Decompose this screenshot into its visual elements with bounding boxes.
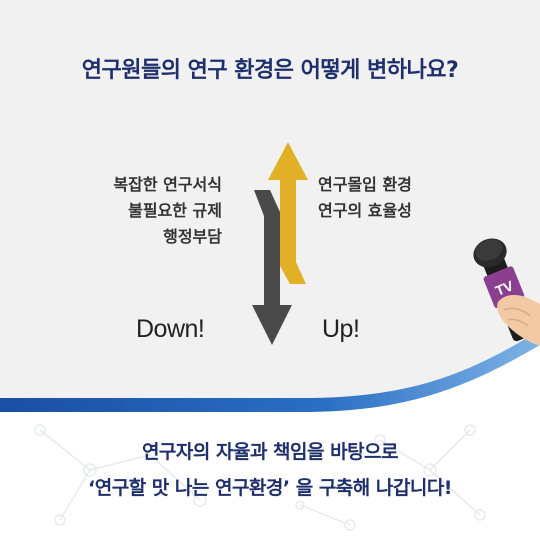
- up-arrow-icon: [268, 142, 308, 284]
- decrease-list: 복잡한 연구서식 불필요한 규제 행정부담: [113, 172, 222, 250]
- decrease-item: 행정부담: [163, 227, 222, 246]
- mic-label: TV: [493, 277, 516, 299]
- bottom-line: 연구자의 자율과 책임을 바탕으로: [141, 441, 399, 463]
- network-pattern-icon: [34, 424, 486, 531]
- decrease-item: 불필요한 규제: [128, 201, 222, 220]
- down-arrow-icon: [252, 190, 292, 345]
- increase-item: 연구몰입 환경: [318, 175, 412, 194]
- decrease-item: 복잡한 연구서식: [113, 175, 222, 194]
- increase-item: 연구의 효율성: [318, 201, 412, 220]
- bottom-message: 연구자의 자율과 책임을 바탕으로 ‘연구할 맛 나는 연구환경’ 을 구축해 …: [0, 434, 540, 506]
- page-title: 연구원들의 연구 환경은 어떻게 변하나요?: [81, 58, 459, 83]
- down-label: Down!: [136, 315, 205, 343]
- bottom-line: ‘연구할 맛 나는 연구환경’ 을 구축해 나갑니다!: [88, 477, 452, 499]
- blue-wave-stripe: [0, 330, 540, 412]
- hand-icon: [497, 295, 540, 346]
- increase-list: 연구몰입 환경 연구의 효율성: [318, 172, 412, 224]
- up-label: Up!: [322, 315, 360, 343]
